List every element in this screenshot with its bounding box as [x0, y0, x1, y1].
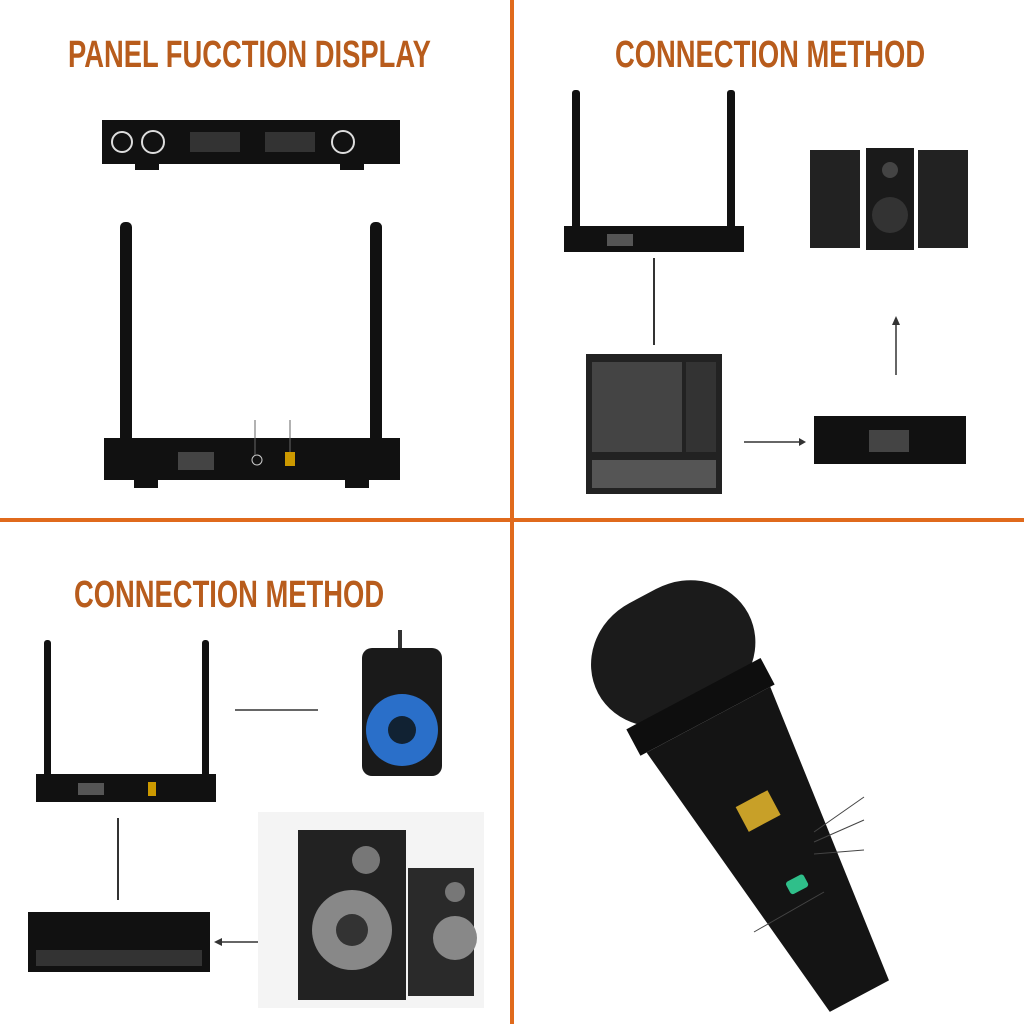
bookshelf-speakers — [258, 812, 484, 1008]
microphone-handle — [646, 686, 889, 1012]
frequency-display — [735, 790, 781, 832]
speakers — [810, 148, 968, 250]
receiver-front-panel — [102, 120, 400, 170]
microphone-illustration — [591, 580, 889, 1012]
power-switch — [786, 874, 809, 895]
horizontal-divider — [0, 518, 1024, 522]
connection-diagram-bottom-left — [28, 630, 484, 1008]
receiver-diagrams-top-left — [102, 120, 400, 488]
receiver-rear-panel — [104, 222, 400, 488]
vertical-divider — [510, 0, 514, 1024]
connection-method-title-top: CONNECTION METHOD — [615, 34, 926, 76]
panel-function-title: PANEL FUCCTION DISPLAY — [68, 34, 431, 76]
mixer — [586, 354, 722, 494]
amplifier — [814, 416, 966, 464]
party-speaker — [362, 630, 442, 776]
connection-diagram-top-right — [564, 90, 968, 494]
connection-method-title-bottom: CONNECTION METHOD — [74, 574, 385, 616]
receiver — [564, 90, 744, 252]
receiver — [36, 640, 216, 802]
amplifier — [28, 912, 210, 972]
